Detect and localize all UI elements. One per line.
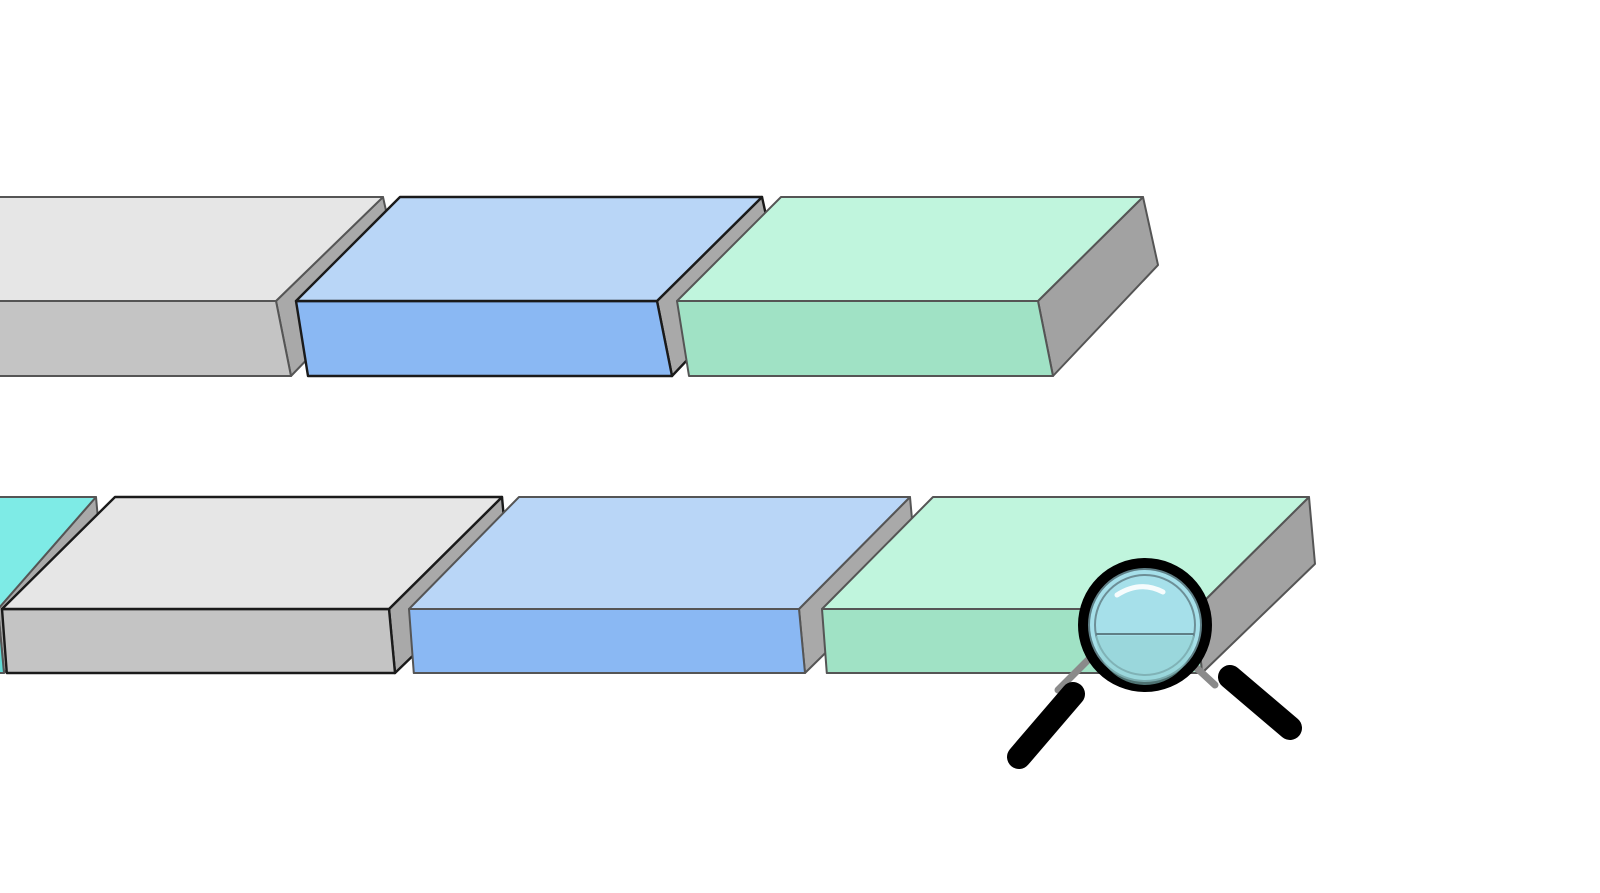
magnifier-glare <box>1114 584 1166 598</box>
segment-gray-top-face <box>0 495 504 611</box>
segment-blue-top-face <box>408 496 911 610</box>
segment-blue-front-face <box>408 608 806 674</box>
magnifying-glass-icon <box>1007 558 1302 769</box>
segment-blue <box>294 195 779 378</box>
magnifier-left-shaft <box>1054 656 1092 694</box>
magnifier-left-handle <box>1007 682 1085 769</box>
segment-gray-front-face <box>0 300 292 377</box>
segment-gray-front-face <box>0 607 397 675</box>
segment-green-front-face <box>676 300 1054 377</box>
segment-blue-front-face <box>294 299 674 378</box>
segment-green-top-face <box>676 196 1144 302</box>
segment-cyan-top-face <box>0 496 97 609</box>
segment-gray-top-face <box>0 196 384 302</box>
segment-cyan-front-face <box>0 619 5 674</box>
top-row <box>0 195 1159 378</box>
magnifier-right-handle <box>1218 665 1302 740</box>
segment-blue-top-face <box>294 195 764 303</box>
segment-green <box>676 196 1159 377</box>
magnifier-lens-lower-tint <box>1096 636 1194 685</box>
